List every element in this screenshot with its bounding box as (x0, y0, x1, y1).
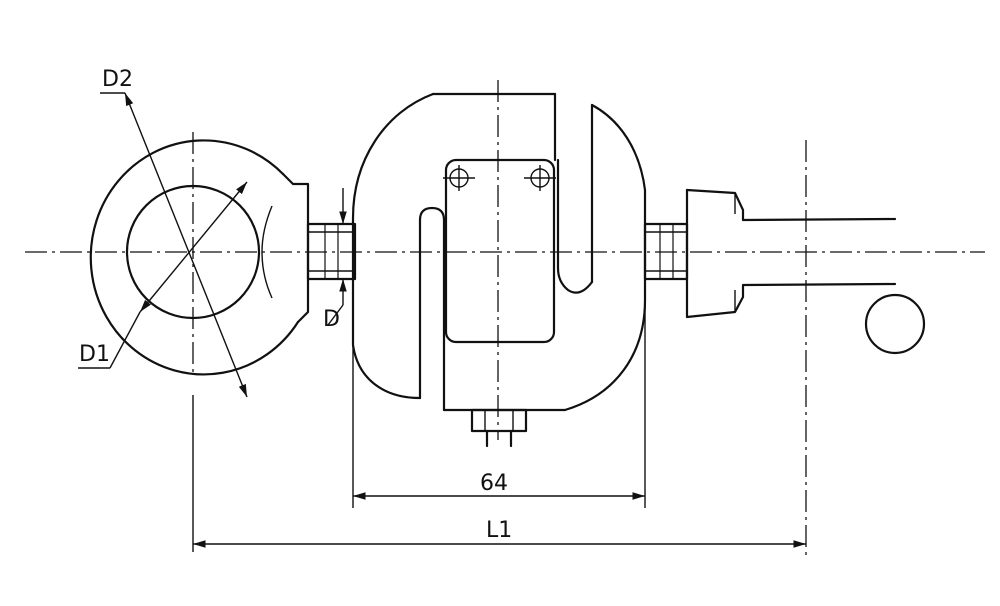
dim-d2: D2 (100, 67, 248, 398)
conductor-section-circle (864, 293, 926, 355)
keeper-plate (443, 158, 556, 344)
dim-d: D (323, 188, 347, 332)
bolt-left (443, 165, 475, 191)
label-d1: D1 (79, 342, 110, 367)
dim-d1: D1 (78, 181, 248, 369)
bolt-right (524, 165, 556, 191)
left-threaded-stud (306, 222, 357, 281)
dim-64: 64 (352, 300, 646, 508)
right-socket (685, 140, 897, 560)
eye-end (89, 132, 310, 376)
label-l1: L1 (486, 518, 512, 543)
dim-l1: L1 (192, 395, 806, 552)
label-64: 64 (480, 471, 508, 496)
label-d: D (323, 307, 340, 332)
clamp-body (351, 80, 647, 440)
label-d2: D2 (102, 67, 133, 92)
bottom-bolt (470, 408, 528, 448)
